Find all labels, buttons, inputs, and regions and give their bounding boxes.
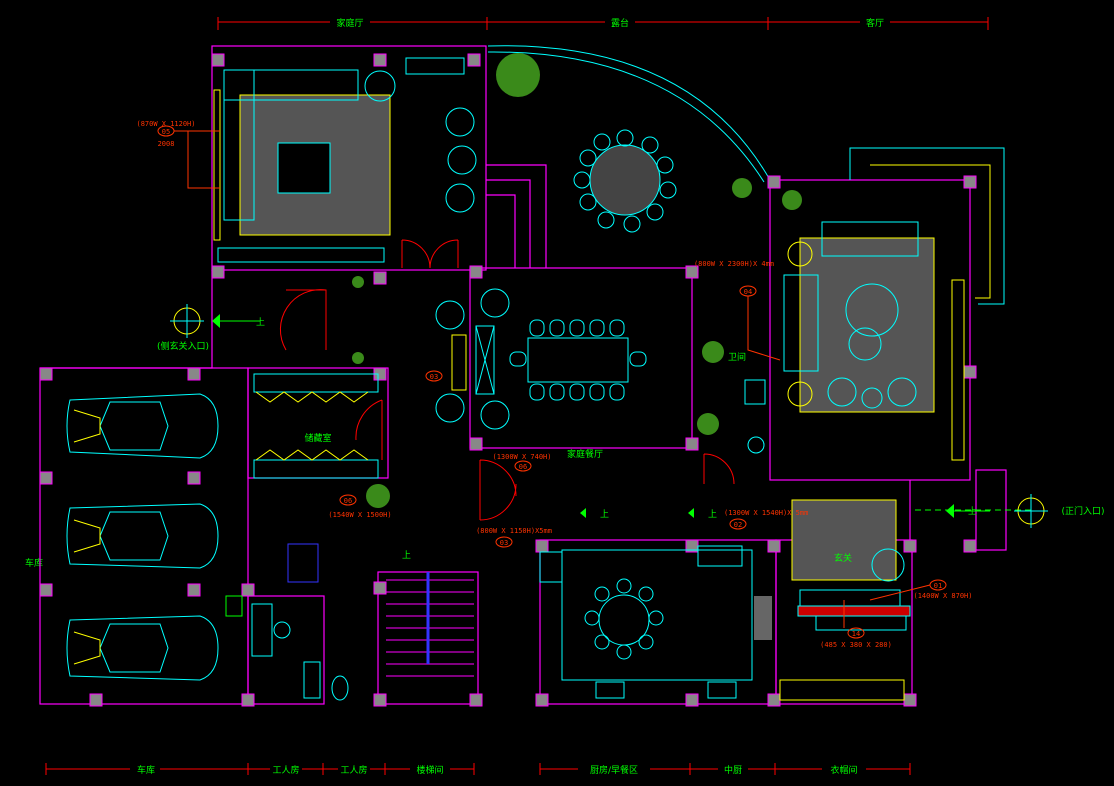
car-icon bbox=[66, 393, 219, 459]
side-entrance-label: (侧玄关入口) bbox=[157, 340, 209, 352]
living-furniture bbox=[697, 221, 965, 461]
annotation-03b: (800W X 1150H)X5mm 03 bbox=[476, 527, 552, 548]
plant-icon bbox=[782, 190, 802, 210]
annotation-size: (1300W X 740H) bbox=[492, 453, 551, 461]
side-label-garage: 车库 bbox=[25, 557, 43, 569]
plant-icon bbox=[697, 413, 719, 435]
dim-label-chinese-kitchen: 中厨 bbox=[724, 764, 742, 776]
annotation-tag: 03 bbox=[430, 373, 438, 381]
annotation-size: (1300W X 1540H)X 5mm bbox=[724, 509, 808, 517]
annotation-03a: 03 bbox=[425, 370, 443, 382]
bottom-dimension-line: 车库 工人房 工人房 楼梯间 厨房/早餐区 中厨 衣帽间 bbox=[45, 763, 911, 776]
plant-icon bbox=[496, 53, 540, 97]
dim-label-cloakroom: 衣帽间 bbox=[830, 764, 857, 776]
annotation-05: (870W X 1120H) 05 2008 bbox=[136, 120, 220, 189]
plant-icon bbox=[366, 484, 390, 508]
annotation-14: 14 (485 X 380 X 280) bbox=[820, 600, 892, 649]
annotation-tag: 14 bbox=[852, 630, 860, 638]
room-label-dining: 家庭餐厅 bbox=[567, 448, 603, 460]
dim-label-servant-room-2: 工人房 bbox=[340, 764, 367, 776]
up-label: 上 bbox=[402, 550, 411, 561]
side-entrance: (侧玄关入口) bbox=[157, 304, 260, 352]
annotation-note: 2008 bbox=[158, 140, 175, 148]
room-label-foyer: 玄关 bbox=[834, 552, 852, 564]
dim-label-garage: 车库 bbox=[137, 764, 155, 776]
garage-cars bbox=[66, 393, 219, 681]
up-label: 上 bbox=[600, 509, 609, 520]
annotation-size: (800W X 1150H)X5mm bbox=[476, 527, 552, 535]
annotation-06a: (1300W X 740H) 06 bbox=[492, 453, 552, 472]
dim-label-servant-room-1: 工人房 bbox=[272, 764, 299, 776]
terrace-furniture bbox=[496, 53, 802, 233]
annotation-size: (870W X 1120H) bbox=[136, 120, 195, 128]
dim-label-family-room: 家庭厅 bbox=[336, 17, 363, 29]
top-dimension-line: 家庭厅 露台 客厅 bbox=[217, 16, 989, 30]
car-icon bbox=[66, 615, 219, 681]
annotation-01: 01 (1400W X 870H) bbox=[869, 579, 973, 601]
annotation-size: (1400W X 870H) bbox=[913, 592, 972, 600]
annotation-02: (1300W X 1540H)X 5mm 02 bbox=[724, 509, 808, 530]
annotation-tag: 03 bbox=[500, 539, 508, 547]
annotation-size: (1540W X 1500H) bbox=[328, 511, 391, 519]
main-entrance-label: (正门入口) bbox=[1061, 505, 1104, 517]
annotation-tag: 02 bbox=[734, 521, 742, 529]
plant-icon bbox=[732, 178, 752, 198]
room-label-storage: 储藏室 bbox=[304, 432, 331, 444]
car-icon bbox=[66, 503, 219, 569]
annotation-tag: 04 bbox=[744, 288, 752, 296]
room-label-toilet: 卫间 bbox=[728, 351, 746, 363]
plant-icon bbox=[702, 341, 724, 363]
kitchen-furniture bbox=[539, 545, 772, 699]
dim-label-stairwell: 楼梯间 bbox=[416, 764, 443, 776]
up-label: 上 bbox=[708, 509, 717, 520]
annotation-tag: 05 bbox=[162, 128, 170, 136]
dim-label-kitchen: 厨房/早餐区 bbox=[590, 764, 638, 776]
foyer-furniture bbox=[779, 499, 1035, 701]
annotation-tag: 06 bbox=[519, 463, 527, 471]
up-label: 上 bbox=[968, 506, 977, 517]
dim-label-terrace: 露台 bbox=[611, 17, 629, 29]
main-entrance: (正门入口) bbox=[946, 494, 1105, 528]
annotation-06b: 06 (1540W X 1500H) bbox=[328, 494, 392, 519]
storage-stairs bbox=[225, 276, 735, 701]
up-label: 上 bbox=[256, 317, 265, 328]
annotation-size: (485 X 380 X 280) bbox=[820, 641, 892, 649]
annotation-tag: 06 bbox=[344, 497, 352, 505]
annotation-size: (800W X 2300H)X 4mm bbox=[694, 260, 774, 268]
annotation-tag: 01 bbox=[934, 582, 942, 590]
dim-label-living: 客厅 bbox=[866, 17, 884, 29]
annotation-04: (800W X 2300H)X 4mm 04 bbox=[694, 260, 781, 361]
dining-furniture bbox=[435, 288, 647, 430]
family-room-furniture bbox=[213, 57, 477, 269]
